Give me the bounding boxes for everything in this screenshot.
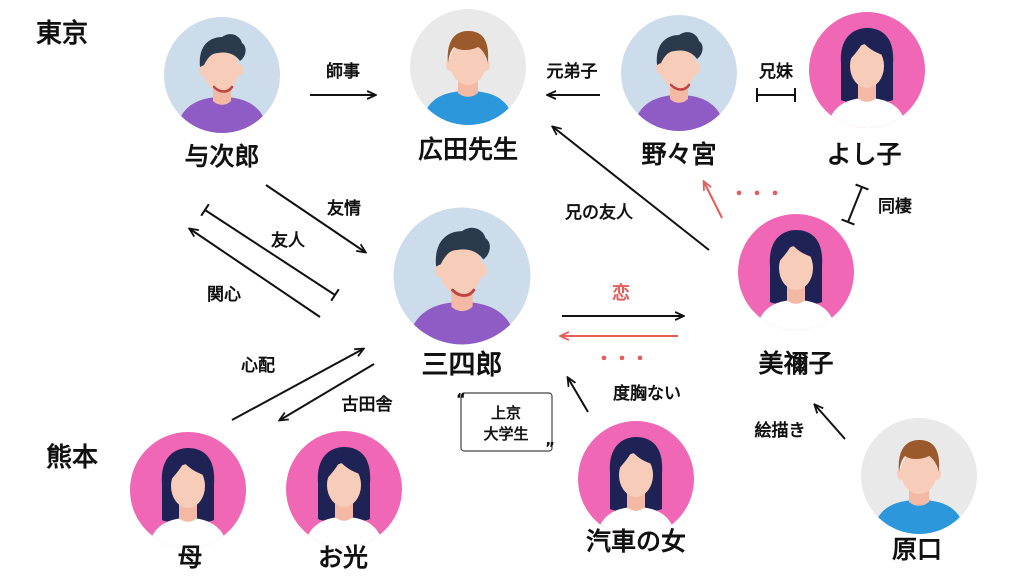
- person-name-sanshiro: 三四郎: [422, 350, 503, 381]
- note-line-2: 大学生: [483, 425, 528, 443]
- person-name-haha: 母: [177, 543, 202, 572]
- avatar-haraguchi: [861, 418, 977, 536]
- avatar-yojiro: [164, 17, 280, 135]
- woman-icon: [738, 214, 854, 334]
- region-label-tokyo: 東京: [36, 18, 88, 49]
- man-purple-shirt-icon: [394, 208, 531, 347]
- avatar-haha: [130, 432, 246, 552]
- man-purple-shirt-icon: [164, 17, 280, 135]
- arrow-ani-no-yujin: [553, 127, 710, 251]
- woman-icon: [286, 431, 402, 551]
- relation-label-shinpai: 心配: [241, 356, 275, 376]
- relation-label-furutasha: 古田舎: [342, 394, 394, 415]
- avatar-nonomiya: [621, 15, 737, 133]
- person-name-omitsu: お光: [318, 543, 368, 572]
- arrow-shinpai: [231, 349, 363, 421]
- avatar-mineko: [738, 214, 854, 334]
- person-name-kisha-onna: 汽車の女: [586, 527, 686, 556]
- avatar-kisha-onna: [578, 421, 694, 541]
- note-close-quote: ”: [545, 439, 555, 457]
- man-purple-shirt-icon: [621, 15, 737, 133]
- relation-label-ani-no-yujin: 兄の友人: [564, 202, 634, 223]
- line-dosei: [841, 183, 869, 226]
- arrow-furutasha: [280, 363, 375, 420]
- line-yujin: [200, 203, 340, 302]
- person-name-mineko: 美禰子: [758, 349, 833, 378]
- arrow-ekaki: [815, 405, 846, 440]
- arrow-kanshin: [190, 229, 321, 318]
- relation-label-yujo: 友情: [327, 198, 361, 219]
- avatar-omitsu: [286, 431, 402, 551]
- note-box-jokyo-daigakusei: “ 上京 大学生 ”: [456, 390, 555, 457]
- relation-label-dosei: 同棲: [878, 197, 912, 217]
- avatar-hirota: [410, 9, 526, 127]
- note-open-quote: “: [456, 390, 466, 408]
- man-blue-shirt-icon: [410, 9, 526, 127]
- woman-icon: [130, 432, 246, 552]
- avatar-yoshiko: [809, 12, 925, 132]
- relation-label-ellipsis-mineko-sanshiro: ・・・: [595, 349, 649, 370]
- relation-label-dokyonai: 度胸ない: [613, 383, 681, 404]
- relation-label-kanshin: 関心: [207, 285, 241, 305]
- man-blue-shirt-icon: [861, 418, 977, 536]
- person-name-hirota: 広田先生: [418, 135, 518, 164]
- region-label-kumamoto: 熊本: [46, 442, 98, 473]
- relation-label-kyomai: 兄妹: [758, 61, 794, 82]
- person-name-yoshiko: よし子: [826, 140, 901, 169]
- relation-label-ekaki: 絵描き: [755, 420, 806, 441]
- person-name-yojiro: 与次郎: [184, 142, 259, 171]
- woman-icon: [578, 421, 694, 541]
- relation-label-yujin: 友人: [271, 230, 306, 251]
- person-name-haraguchi: 原口: [892, 535, 942, 564]
- note-line-1: 上京: [491, 404, 521, 422]
- person-name-nonomiya: 野々宮: [641, 140, 716, 169]
- arrow-mineko-to-nonomiya: [704, 182, 723, 219]
- relation-label-koi: 恋: [612, 282, 630, 304]
- arrow-dokyonai: [568, 378, 589, 413]
- avatar-sanshiro: [394, 208, 531, 347]
- relation-label-motodeshi: 元弟子: [547, 61, 598, 82]
- relation-label-ellipsis-mineko-nonomiya: ・・・: [730, 184, 784, 205]
- relation-label-shiji: 師事: [326, 61, 360, 82]
- woman-icon: [809, 12, 925, 132]
